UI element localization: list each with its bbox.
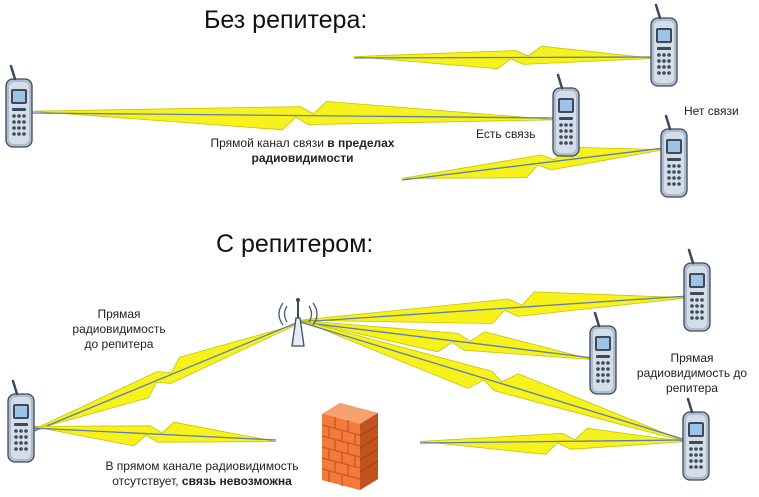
title-with-repeater: С репитером: bbox=[216, 230, 374, 258]
signal-line bbox=[401, 147, 665, 181]
signal-line bbox=[299, 295, 689, 323]
cell-phone-icon bbox=[4, 64, 34, 149]
signal-bolt bbox=[299, 291, 689, 324]
cell-phone-icon bbox=[551, 73, 581, 158]
signal-line bbox=[299, 321, 687, 441]
has-link-label: Есть связь bbox=[476, 127, 536, 141]
blocked-channel-label: В прямом канале радиовидимость отсутству… bbox=[82, 459, 322, 489]
cell-phone-icon bbox=[659, 114, 689, 199]
cell-phone-icon bbox=[682, 248, 712, 333]
signal-line bbox=[353, 56, 656, 59]
signal-line bbox=[31, 112, 557, 119]
right-line-of-sight-label: Прямая радиовидимость до репитера bbox=[636, 351, 748, 395]
signal-bolt bbox=[401, 146, 665, 179]
left-line-of-sight-label: Прямая радиовидимость до репитера bbox=[72, 307, 166, 351]
title-without-repeater: Без репитера: bbox=[204, 6, 368, 34]
direct-channel-label-bold: в пределах радиовидимости bbox=[251, 136, 395, 165]
direct-channel-label: Прямой канал связи в пределах радиовидим… bbox=[195, 136, 410, 166]
signal-line bbox=[31, 322, 297, 433]
cell-phone-icon bbox=[6, 379, 36, 464]
signal-beams bbox=[30, 45, 689, 455]
no-link-label: Нет связи bbox=[684, 104, 739, 118]
signal-line bbox=[419, 439, 687, 444]
blocked-channel-label-regular: В прямом канале радиовидимость отсутству… bbox=[105, 459, 299, 488]
blocked-channel-label-bold: связь невозможна bbox=[181, 474, 292, 488]
cell-phone-icon bbox=[588, 311, 618, 396]
signal-line bbox=[31, 427, 277, 441]
brick-wall-icon bbox=[321, 403, 379, 490]
cell-phone-icon bbox=[649, 3, 679, 88]
cell-phone-icon bbox=[681, 397, 711, 482]
repeater-antenna-icon bbox=[278, 298, 318, 347]
direct-channel-label-regular: Прямой канал связи bbox=[210, 136, 328, 150]
signal-line bbox=[299, 321, 594, 359]
